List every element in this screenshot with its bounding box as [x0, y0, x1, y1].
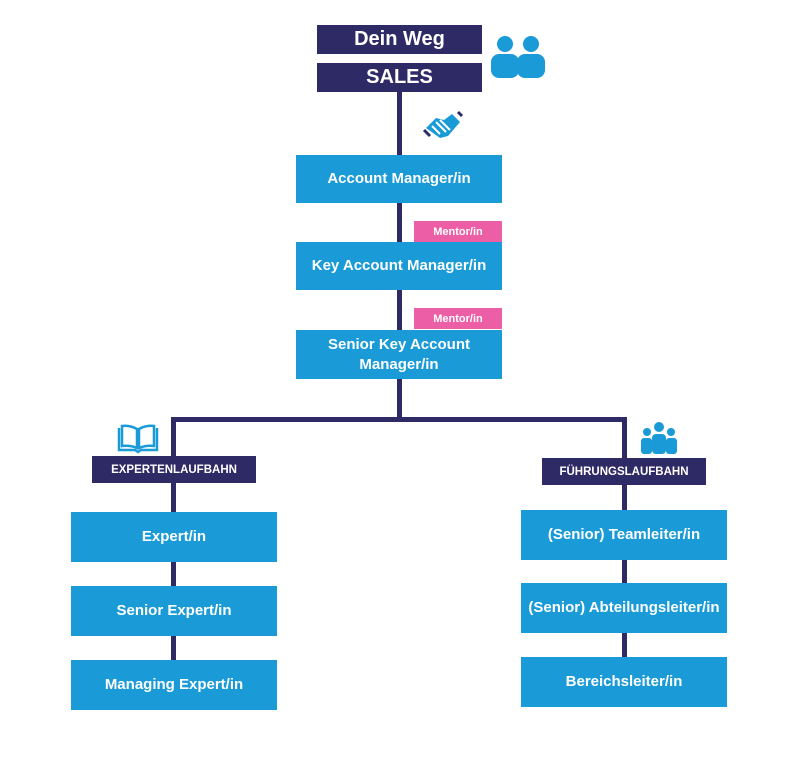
mentor-badge-2: Mentor/in — [414, 308, 502, 329]
expert-step-1: Expert/in — [71, 512, 277, 562]
account-manager-box: Account Manager/in — [296, 155, 502, 203]
users-icon — [491, 36, 545, 78]
header-title: Dein Weg — [317, 25, 482, 54]
handshake-icon — [422, 110, 464, 138]
leadership-step-3: Bereichsleiter/in — [521, 657, 727, 707]
open-book-icon — [117, 424, 159, 454]
expert-step-3: Managing Expert/in — [71, 660, 277, 710]
team-icon — [641, 422, 677, 454]
expert-step-2: Senior Expert/in — [71, 586, 277, 636]
leadership-track-title: FÜHRUNGSLAUFBAHN — [542, 458, 706, 485]
department-label: SALES — [317, 63, 482, 92]
expert-track-title: EXPERTENLAUFBAHN — [92, 456, 256, 483]
branch-horizontal-connector — [171, 417, 627, 422]
key-account-manager-box: Key Account Manager/in — [296, 242, 502, 290]
leadership-step-2: (Senior) Abteilungsleiter/in — [521, 583, 727, 633]
mentor-badge-1: Mentor/in — [414, 221, 502, 242]
senior-key-account-manager-box: Senior Key Account Manager/in — [296, 330, 502, 379]
leadership-step-1: (Senior) Teamleiter/in — [521, 510, 727, 560]
